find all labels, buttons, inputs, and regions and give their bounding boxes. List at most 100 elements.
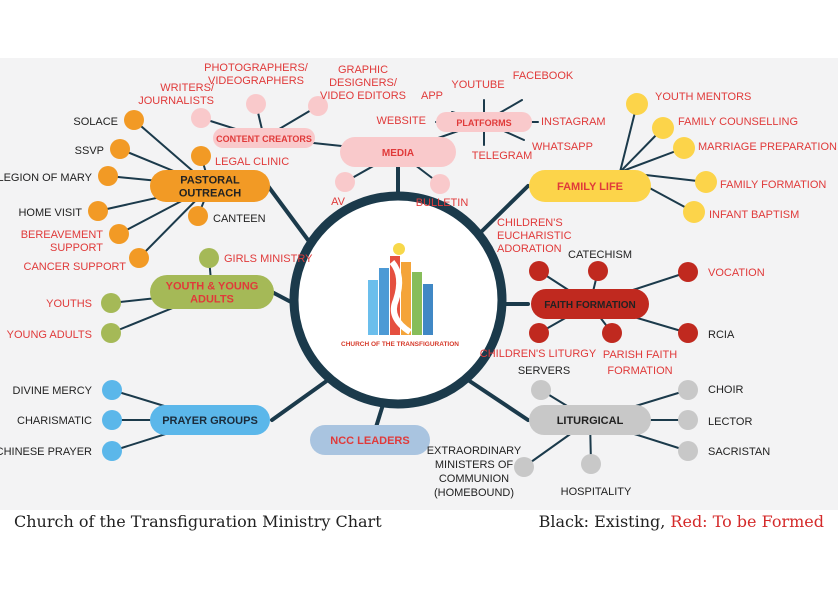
node-choir	[678, 380, 698, 400]
group-liturgical-shape	[529, 405, 651, 435]
label-home-visit: HOME VISIT	[18, 207, 82, 219]
label-bulletin: BULLETIN	[416, 197, 469, 209]
label-hospitality: HOSPITALITY	[561, 486, 632, 498]
node-young-adults	[101, 323, 121, 343]
label-charismatic: CHARISMATIC	[17, 415, 92, 427]
label-photographers-videographers: PHOTOGRAPHERS/VIDEOGRAPHERS	[204, 62, 309, 87]
node-photographers-videographers	[246, 94, 266, 114]
group-family-life-label: FAMILY LIFE	[557, 181, 623, 193]
hub-spoke	[270, 378, 330, 422]
node-children-s-eucharistic-adoration	[529, 261, 549, 281]
node-extraordinary-ministers-of-communion-homebound	[514, 457, 534, 477]
group-family-life-shape	[529, 170, 651, 202]
node-lector	[678, 410, 698, 430]
label-youths: YOUTHS	[46, 298, 92, 310]
legend-existing: Black: Existing	[538, 512, 661, 531]
label-divine-mercy: DIVINE MERCY	[13, 385, 93, 397]
group-media: MEDIA	[340, 137, 456, 167]
label-lector: LECTOR	[708, 416, 752, 428]
label-facebook: FACEBOOK	[513, 70, 574, 82]
node-canteen	[188, 206, 208, 226]
logo-bar	[379, 268, 389, 335]
node-av	[335, 172, 355, 192]
label-young-adults: YOUNG ADULTS	[7, 329, 92, 341]
group-prayer-groups-label: PRAYER GROUPS	[162, 415, 258, 427]
logo-text: CHURCH OF THE TRANSFIGURATION	[341, 341, 459, 348]
node-sacristan	[678, 441, 698, 461]
group-ncc-leaders-label: NCC LEADERS	[330, 435, 409, 447]
logo-bar	[368, 280, 378, 335]
node-infant-baptism	[683, 201, 705, 223]
label-rcia: RCIA	[708, 329, 735, 341]
group-family-life: FAMILY LIFE	[529, 170, 651, 202]
node-legal-clinic	[191, 146, 211, 166]
node-parish-faith-formation	[602, 323, 622, 343]
label-instagram: INSTAGRAM	[541, 116, 606, 128]
label-website: WEBSITE	[376, 115, 426, 127]
group-ncc-leaders-shape	[310, 425, 430, 455]
logo-bar	[401, 262, 411, 335]
label-youth-mentors: YOUTH MENTORS	[655, 91, 751, 103]
label-ssvp: SSVP	[75, 145, 104, 157]
node-ssvp	[110, 139, 130, 159]
node-bereavement-support	[109, 224, 129, 244]
label-family-counselling: FAMILY COUNSELLING	[678, 116, 798, 128]
node-children-s-liturgy	[529, 323, 549, 343]
node-bulletin	[430, 174, 450, 194]
node-vocation	[678, 262, 698, 282]
label-canteen: CANTEEN	[213, 213, 266, 225]
node-family-counselling	[652, 117, 674, 139]
label-app: APP	[421, 90, 443, 102]
node-hospitality	[581, 454, 601, 474]
hub-spoke	[476, 184, 530, 237]
label-servers: SERVERS	[518, 365, 570, 377]
group-faith-formation: FAITH FORMATION	[531, 289, 649, 319]
logo-bar	[412, 272, 422, 335]
node-solace	[124, 110, 144, 130]
label-choir: CHOIR	[708, 384, 744, 396]
group-pastoral-outreach-shape	[150, 170, 270, 202]
group-prayer-groups: PRAYER GROUPS	[150, 405, 270, 435]
label-infant-baptism: INFANT BAPTISM	[709, 209, 799, 221]
hub-spoke	[266, 184, 310, 242]
group-content-creators-shape	[213, 128, 315, 148]
church-logo: CHURCH OF THE TRANSFIGURATION	[341, 243, 459, 348]
group-platforms-shape	[436, 112, 532, 132]
node-home-visit	[88, 201, 108, 221]
label-legion-of-mary: LEGION OF MARY	[0, 172, 93, 184]
label-marriage-preparation: MARRIAGE PREPARATION	[698, 141, 837, 153]
node-girls-ministry	[199, 248, 219, 268]
group-media-shape	[340, 137, 456, 167]
label-whatsapp: WHATSAPP	[532, 141, 593, 153]
node-charismatic	[102, 410, 122, 430]
chart-caption: Church of the Transfiguration Ministry C…	[14, 512, 382, 531]
group-media-label: MEDIA	[382, 148, 414, 159]
legend: Black: Existing, Red: To be Formed	[539, 512, 824, 531]
label-girls-ministry: GIRLS MINISTRY	[224, 253, 313, 265]
node-cancer-support	[129, 248, 149, 268]
group-youth-young-adults-shape	[150, 275, 274, 309]
label-vocation: VOCATION	[708, 267, 765, 279]
node-youth-mentors	[626, 93, 648, 115]
logo-halo	[393, 243, 405, 255]
label-sacristan: SACRISTAN	[708, 446, 770, 458]
group-faith-formation-shape	[531, 289, 649, 319]
group-content-creators-label: CONTENT CREATORS	[216, 134, 312, 144]
group-liturgical-label: LITURGICAL	[557, 415, 624, 427]
group-faith-formation-label: FAITH FORMATION	[544, 300, 635, 311]
node-catechism	[588, 261, 608, 281]
connector	[619, 103, 638, 173]
hub-spoke	[466, 378, 530, 422]
label-av: AV	[331, 196, 346, 208]
label-legal-clinic: LEGAL CLINIC	[215, 156, 289, 168]
